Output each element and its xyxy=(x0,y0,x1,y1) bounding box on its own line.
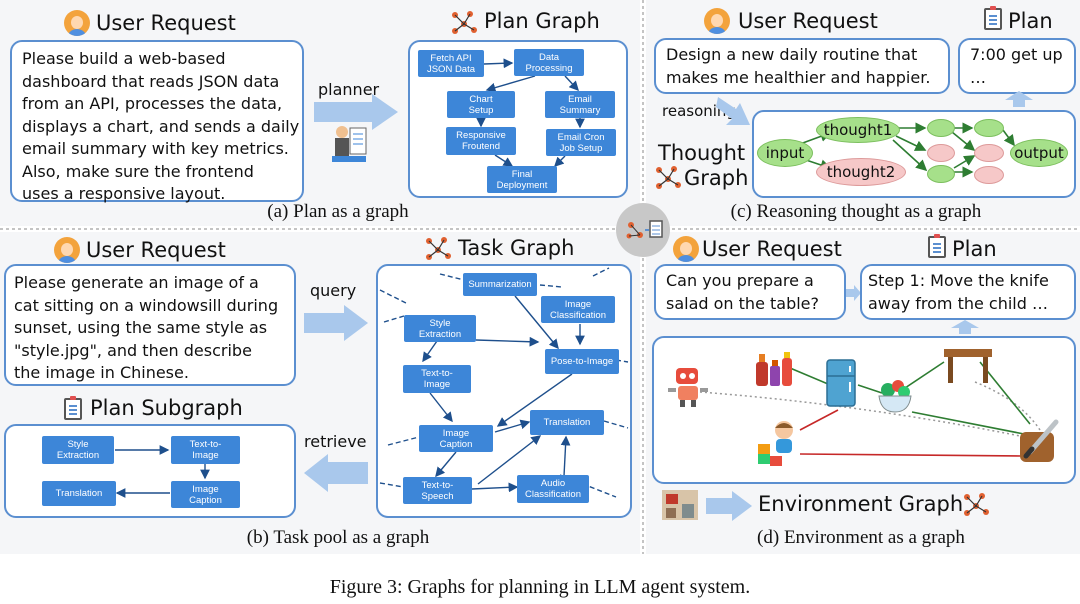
panel-d-plan-text: Step 1: Move the knife away from the chi… xyxy=(868,271,1049,313)
plan-up-arrow-icon xyxy=(1005,91,1033,107)
thought-node-intermediate xyxy=(927,144,955,162)
user-avatar-icon xyxy=(64,10,90,36)
query-label: query xyxy=(310,281,357,300)
user-avatar-icon xyxy=(704,8,730,34)
thought-node-input: input xyxy=(757,139,813,167)
panel-a-user-request-title: User Request xyxy=(96,11,236,35)
panel-c-request-box: Design a new daily routine that makes me… xyxy=(654,38,950,94)
plan-graph-icon xyxy=(452,11,477,34)
task-graph-title: Task Graph xyxy=(458,236,575,260)
center-graph-icon-glyph xyxy=(626,220,663,239)
thought-graph-title-line2: Graph xyxy=(684,166,749,190)
task-node-text-to-speech: Text-to- Speech xyxy=(403,477,472,504)
reasoning-arrow-icon xyxy=(716,97,750,125)
user-avatar-icon xyxy=(54,237,80,263)
task-node-pose-to-image: Pose-to-Image xyxy=(545,349,619,374)
plan-node-email-summary: Email Summary xyxy=(545,91,615,118)
request-to-plan-arrow-icon xyxy=(846,285,861,301)
planner-label: planner xyxy=(318,80,380,99)
caption-d: (d) Environment as a graph xyxy=(757,527,965,548)
environment-arrow-icon xyxy=(706,491,752,521)
thought-graph-icon xyxy=(656,166,681,189)
sub-node-image-caption: Image Caption xyxy=(171,481,240,508)
task-node-image-classification: Image Classification xyxy=(541,296,615,323)
panel-d-plan-box: Step 1: Move the knife away from the chi… xyxy=(860,264,1076,320)
plan-node-data-processing: Data Processing xyxy=(514,49,584,76)
caption-c: (c) Reasoning thought as a graph xyxy=(730,201,982,222)
plan-subgraph-edges xyxy=(115,445,210,498)
thought-node-intermediate xyxy=(927,119,955,137)
plan-node-email-cron: Email Cron Job Setup xyxy=(546,129,616,156)
thought-node-intermediate xyxy=(974,119,1004,137)
task-node-translation: Translation xyxy=(530,410,604,435)
thought-graph-title-line1: Thought xyxy=(658,141,746,165)
thought-node-intermediate xyxy=(974,166,1004,184)
task-node-style-extraction: Style Extraction xyxy=(404,315,476,342)
task-node-summarization: Summarization xyxy=(463,273,537,296)
query-arrow-icon xyxy=(304,305,368,341)
plan-icon xyxy=(928,234,946,258)
planner-arrow-icon xyxy=(314,94,398,130)
plan-graph-title: Plan Graph xyxy=(484,9,600,33)
salad-icon xyxy=(878,380,912,413)
sub-node-style-extraction: Style Extraction xyxy=(42,436,114,464)
table-icon xyxy=(944,349,992,383)
planner-person-icon xyxy=(332,126,367,162)
panel-a-request-text: Please build a web-based dashboard that … xyxy=(22,49,300,203)
task-node-text-to-image: Text-to- Image xyxy=(403,365,471,393)
panel-d-user-request-title: User Request xyxy=(702,237,842,261)
environment-graph-edges xyxy=(699,361,1041,457)
plan-up-arrow-icon xyxy=(951,320,979,334)
sub-node-translation: Translation xyxy=(42,481,116,506)
retrieve-arrow-icon xyxy=(304,454,368,492)
caption-b: (b) Task pool as a graph xyxy=(246,527,430,548)
child-icon xyxy=(758,421,793,466)
thought-node-output: output xyxy=(1010,139,1068,167)
fridge-icon xyxy=(826,359,856,407)
plan-graph-edges xyxy=(476,58,585,167)
thought-node-thought1: thought1 xyxy=(816,117,900,143)
panel-b-request-box: Please generate an image of a cat sittin… xyxy=(4,264,296,386)
task-graph-icon xyxy=(426,237,451,260)
sub-node-text-to-image: Text-to- Image xyxy=(171,436,240,464)
panel-b-request-text: Please generate an image of a cat sittin… xyxy=(14,273,279,382)
figure-caption: Figure 3: Graphs for planning in LLM age… xyxy=(329,576,751,598)
panel-a-request-box: Please build a web-based dashboard that … xyxy=(10,40,304,203)
environment-graph-title: Environment Graph xyxy=(758,492,964,516)
panel-d-request-box: Can you prepare a salad on the table? xyxy=(654,264,846,320)
retrieve-label: retrieve xyxy=(304,432,367,451)
user-avatar-icon xyxy=(673,236,699,262)
plan-icon xyxy=(984,6,1002,30)
condiments-icon xyxy=(756,352,792,386)
environment-graph-icon xyxy=(964,493,989,516)
caption-a: (a) Plan as a graph xyxy=(267,201,409,222)
plan-subgraph-title: Plan Subgraph xyxy=(90,396,243,420)
knife-icon xyxy=(1020,419,1059,462)
panel-d-request-text: Can you prepare a salad on the table? xyxy=(666,271,820,313)
plan-node-responsive-frontend: Responsive Froutend xyxy=(446,127,516,155)
plan-node-fetch-api: Fetch API JSON Data xyxy=(418,50,484,77)
thought-node-thought2: thought2 xyxy=(816,158,906,186)
task-node-audio-classification: Audio Classification xyxy=(517,475,589,503)
panel-b-user-request-title: User Request xyxy=(86,238,226,262)
robot-icon xyxy=(668,368,708,407)
task-node-image-caption: Image Caption xyxy=(419,425,493,452)
panel-c-plan-text: 7:00 get up … xyxy=(970,45,1063,87)
thought-node-intermediate xyxy=(974,144,1004,162)
plan-node-final-deployment: Final Deployment xyxy=(487,166,557,193)
panel-c-plan-title: Plan xyxy=(1008,9,1053,33)
plan-node-chart-setup: Chart Setup xyxy=(447,91,515,118)
panel-c-request-text: Design a new daily routine that makes me… xyxy=(666,45,931,87)
thought-node-intermediate xyxy=(927,165,955,183)
panel-d-plan-title: Plan xyxy=(952,237,997,261)
panel-c-user-request-title: User Request xyxy=(738,9,878,33)
plan-subgraph-icon xyxy=(64,396,82,420)
environment-photo-icon xyxy=(662,490,698,520)
